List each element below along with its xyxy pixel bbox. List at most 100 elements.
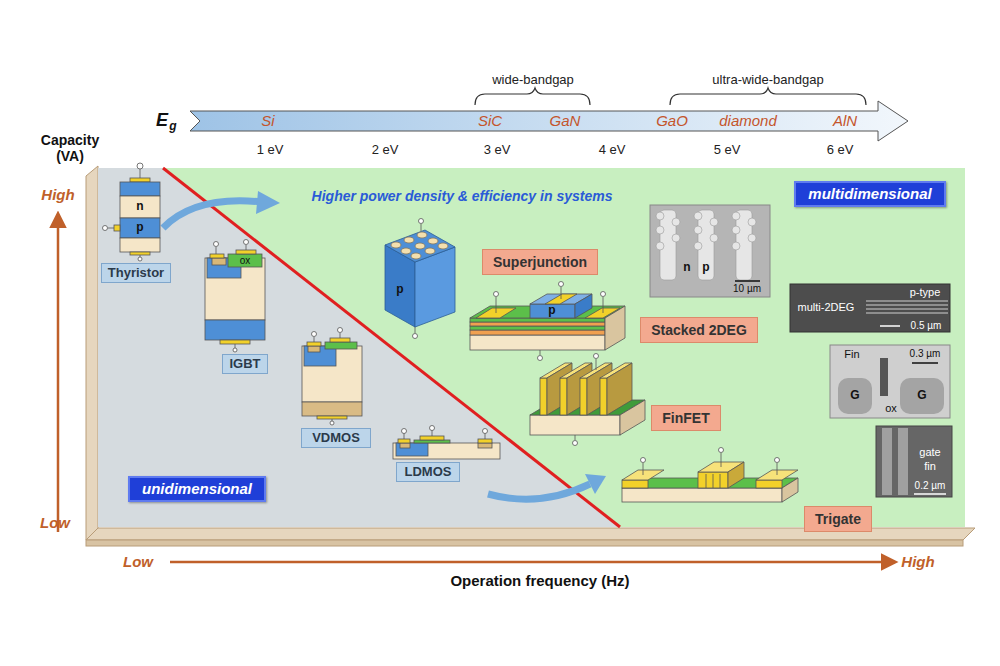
micrograph-label: G	[850, 389, 859, 403]
range-label: ultra-wide-bandgap	[712, 73, 823, 88]
sem-micrograph	[656, 242, 664, 250]
igbt-symbol	[235, 344, 236, 348]
scale-bar-label: 10 µm	[733, 283, 761, 295]
trigate-symbol	[706, 474, 707, 488]
stacked-2deg-symbol	[494, 292, 499, 297]
sem-micrograph	[650, 205, 770, 297]
device-label: IGBT	[222, 354, 267, 375]
superjunction-symbol	[438, 243, 448, 249]
node-text: multidimensional	[808, 185, 931, 202]
igbt-symbol	[205, 240, 265, 353]
stacked-2deg-symbol	[603, 297, 604, 313]
device-label: FinFET	[651, 405, 720, 431]
finfet-symbol	[540, 378, 547, 415]
range-bracket	[475, 88, 866, 105]
superjunction-symbol	[391, 242, 401, 248]
bandgap-tick: 1 eV	[257, 143, 284, 158]
node-text: Trigate	[815, 511, 861, 527]
superjunction-symbol	[417, 232, 427, 238]
trigate-symbol	[782, 478, 798, 502]
ldmos-symbol	[420, 436, 444, 440]
range-bracket	[670, 88, 866, 105]
superjunction-symbol	[385, 230, 455, 262]
stacked-2deg-symbol	[470, 322, 605, 326]
sem-micrograph	[735, 280, 760, 282]
stacked-2deg-symbol	[538, 356, 543, 361]
stacked-2deg-symbol	[530, 304, 575, 318]
scale-bar-label: 0.5 µm	[911, 320, 942, 332]
node-text: FinFET	[662, 410, 709, 426]
chart-frame	[86, 540, 963, 546]
region-label: p	[136, 221, 143, 235]
sem-micrograph	[914, 493, 946, 495]
sem-micrograph	[732, 242, 740, 250]
vdmos-symbol	[317, 416, 347, 419]
region-label: n	[683, 261, 690, 275]
region-label: p	[548, 304, 555, 318]
thyristor-symbol	[120, 238, 160, 252]
region-label: n	[136, 200, 143, 214]
trend-arrow	[163, 201, 262, 228]
thyristor-symbol	[140, 169, 141, 178]
dimension-badge: unidimensional	[128, 476, 266, 501]
micrograph-label: G	[917, 389, 926, 403]
axis-arrow	[170, 561, 895, 564]
trigate-symbol	[713, 474, 714, 488]
trend-arrow	[256, 191, 280, 214]
sem-micrograph	[866, 304, 948, 305]
vdmos-symbol	[302, 328, 362, 426]
axis-end-label: Low	[40, 514, 70, 531]
trigate-symbol	[756, 480, 782, 488]
vdmos-symbol	[330, 338, 350, 342]
igbt-symbol	[244, 240, 249, 245]
superjunction-symbol	[411, 253, 421, 259]
vdmos-symbol	[314, 337, 315, 342]
thyristor-symbol	[103, 163, 161, 261]
superjunction-symbol	[385, 219, 455, 339]
ldmos-symbol	[393, 426, 500, 460]
axis-end-label: High	[901, 553, 934, 570]
device-label: Stacked 2DEG	[640, 317, 758, 343]
stacked-2deg-symbol	[470, 330, 605, 335]
superjunction-symbol	[425, 248, 435, 254]
thyristor-symbol	[137, 163, 143, 169]
sem-micrograph	[880, 358, 888, 396]
axis-title: Operation frequency (Hz)	[450, 572, 629, 589]
chart-frame	[86, 166, 975, 546]
vdmos-symbol	[302, 346, 362, 402]
finfet-symbol	[573, 441, 578, 446]
trigate-symbol	[622, 480, 648, 488]
trend-arrow	[585, 474, 606, 494]
superjunction-symbol	[413, 334, 418, 339]
sem-micrograph	[672, 234, 680, 242]
trend-note: Higher power density & efficiency in sys…	[312, 188, 613, 204]
bandgap-tick: 6 eV	[827, 143, 854, 158]
stacked-2deg-symbol	[561, 287, 562, 299]
sem-micrograph	[876, 426, 952, 497]
ldmos-symbol	[400, 443, 410, 448]
axis-end-label: High	[41, 186, 74, 203]
sem-micrograph	[732, 226, 740, 234]
bandgap-tick: 3 eV	[484, 143, 511, 158]
vdmos-symbol	[340, 333, 341, 338]
stacked-2deg-symbol	[470, 326, 605, 330]
sem-micrograph	[656, 226, 664, 234]
node-text: Stacked 2DEG	[651, 322, 747, 338]
thyristor-symbol	[103, 226, 108, 231]
axis-symbol: E	[156, 110, 168, 131]
region-fill	[98, 168, 965, 527]
bandgap-tick: 2 eV	[372, 143, 399, 158]
vdmos-symbol	[325, 342, 357, 349]
igbt-symbol	[233, 348, 237, 352]
trigate-symbol	[721, 453, 722, 467]
divider-line	[163, 168, 620, 527]
vdmos-symbol	[308, 346, 320, 352]
igbt-symbol	[212, 258, 226, 265]
trigate-symbol	[698, 472, 728, 488]
thyristor-symbol	[114, 225, 120, 231]
device-label: Superjunction	[482, 249, 598, 275]
trigate-symbol	[622, 488, 782, 502]
thyristor-symbol	[130, 252, 150, 255]
sem-micrograph	[650, 205, 770, 297]
sem-micrograph	[866, 308, 948, 309]
